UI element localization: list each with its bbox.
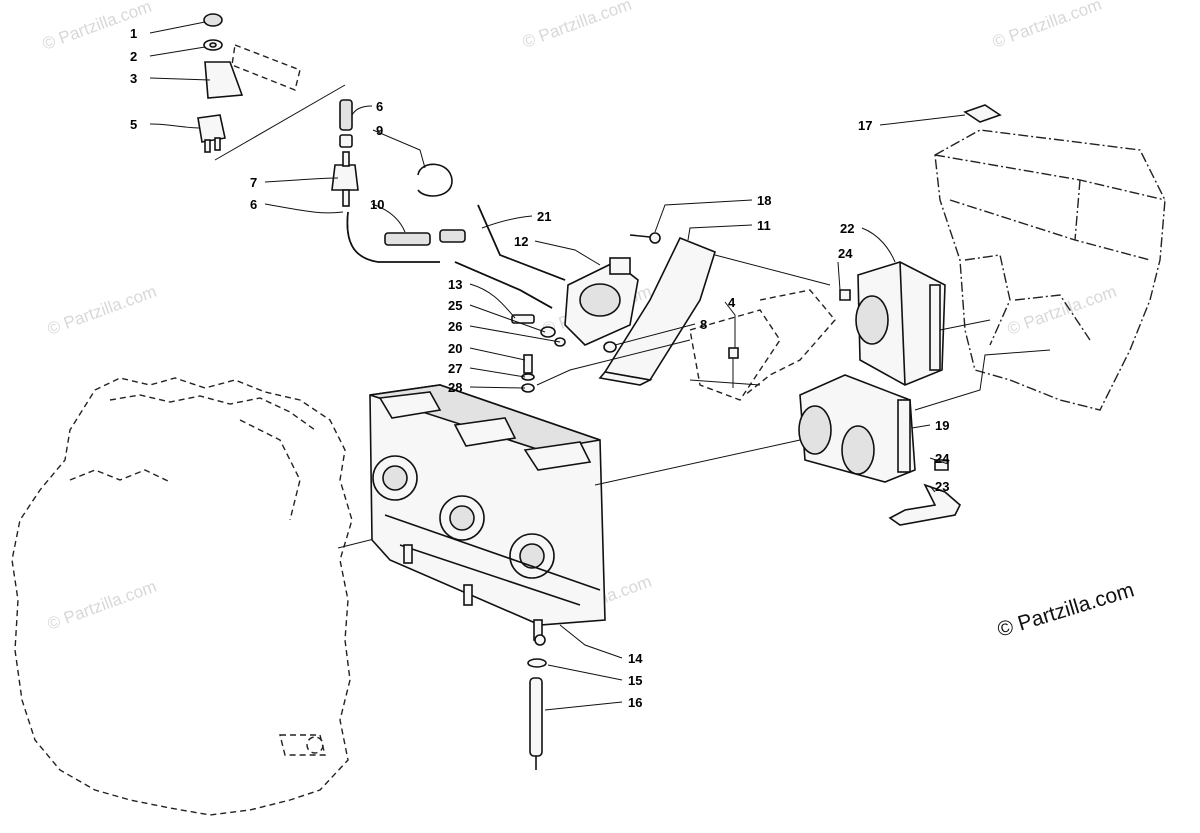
callout-24-upper: 24 xyxy=(838,246,853,261)
silencer-link-lower xyxy=(914,349,1051,411)
callout-9: 9 xyxy=(376,123,383,138)
callout-18: 18 xyxy=(757,193,771,208)
filter-bracket-line xyxy=(214,84,346,161)
callout-6-lower: 6 xyxy=(250,197,257,212)
callout-22: 22 xyxy=(840,221,854,236)
callout-10: 10 xyxy=(370,197,384,212)
hose-springs xyxy=(384,229,466,246)
watermark-mid-left: © Partzilla.com xyxy=(45,282,159,339)
callout-16: 16 xyxy=(628,695,642,710)
callout-6-upper: 6 xyxy=(376,99,383,114)
leader-lines xyxy=(149,21,966,711)
callout-28: 28 xyxy=(448,380,462,395)
callout-14: 14 xyxy=(628,651,643,666)
callout-labels: 1 2 3 5 6 9 7 6 10 21 12 18 11 13 25 26 … xyxy=(130,26,950,710)
callout-15: 15 xyxy=(628,673,642,688)
watermark-top-right: © Partzilla.com xyxy=(990,0,1104,52)
callout-26: 26 xyxy=(448,319,462,334)
callout-21: 21 xyxy=(537,209,551,224)
callout-4: 4 xyxy=(728,295,736,310)
callout-5: 5 xyxy=(130,117,137,132)
callout-12: 12 xyxy=(514,234,528,249)
plate-link-line xyxy=(689,379,761,386)
airbox-outline xyxy=(934,129,1166,411)
callout-24-lower: 24 xyxy=(935,451,950,466)
part-9-clip xyxy=(417,163,453,197)
fuel-filter xyxy=(331,99,359,207)
watermark-mid-right: © Partzilla.com xyxy=(1005,282,1119,339)
fasteners xyxy=(511,232,739,393)
callout-17: 17 xyxy=(858,118,872,133)
watermark-main: © Partzilla.com xyxy=(995,578,1137,641)
callout-20: 20 xyxy=(448,341,462,356)
mounting-bracket xyxy=(598,236,716,386)
push-rivet-upper xyxy=(839,289,851,301)
watermark-low-left: © Partzilla.com xyxy=(45,577,159,634)
callout-27: 27 xyxy=(448,361,462,376)
carburetor-assembly xyxy=(369,384,606,646)
fuel-pump xyxy=(564,257,639,346)
watermark-top-center: © Partzilla.com xyxy=(520,0,634,52)
carb-to-airbox-line xyxy=(594,439,801,486)
chassis-outline xyxy=(744,289,836,396)
part-23-strap xyxy=(888,483,961,526)
callout-19: 19 xyxy=(935,418,949,433)
callout-2: 2 xyxy=(130,49,137,64)
air-silencer-upper xyxy=(855,261,946,386)
fastener-link-line xyxy=(536,339,691,386)
callout-13: 13 xyxy=(448,277,462,292)
drain-hose-parts xyxy=(527,658,547,770)
callout-3: 3 xyxy=(130,71,137,86)
callout-1: 1 xyxy=(130,26,137,41)
callout-7: 7 xyxy=(250,175,257,190)
engine-outline xyxy=(11,377,353,816)
cable-18-line xyxy=(714,254,831,286)
silencer-link-upper xyxy=(939,319,991,331)
fuel-hoses xyxy=(346,204,566,309)
callout-8: 8 xyxy=(700,317,707,332)
callout-23: 23 xyxy=(935,479,949,494)
plate-outline xyxy=(689,309,781,401)
top-left-parts xyxy=(197,13,301,153)
callout-25: 25 xyxy=(448,298,462,313)
air-silencer-lower xyxy=(798,374,916,483)
part-17-cap xyxy=(963,104,1002,123)
callout-11: 11 xyxy=(757,218,771,233)
